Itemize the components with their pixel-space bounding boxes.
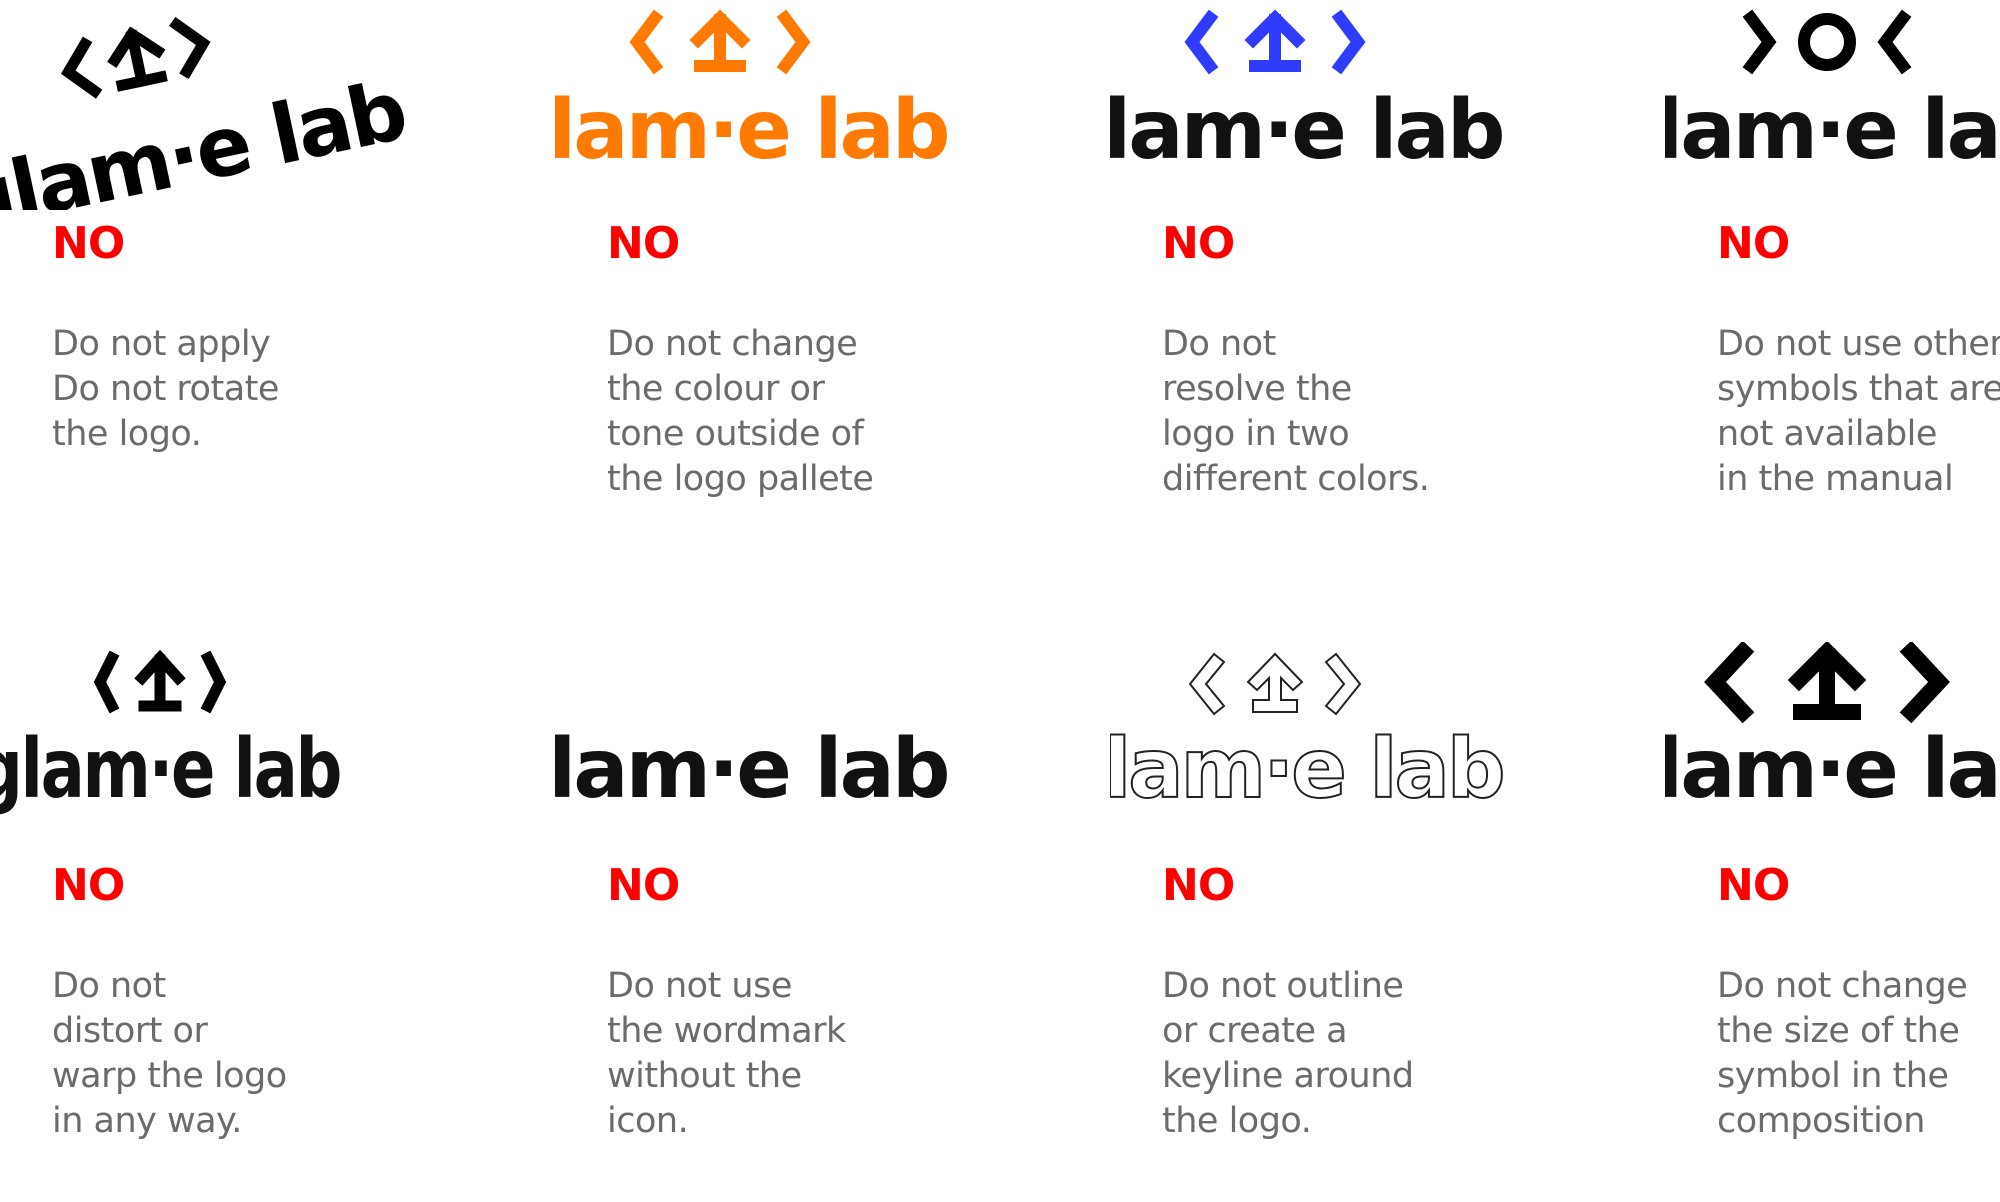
logo-wordmark: glam·e lab (1110, 722, 1503, 817)
logo-other-symbol: glam·e lab (1665, 0, 2000, 200)
rule-description: Do not outline or create a keyline aroun… (1162, 966, 1414, 1141)
logo-wordmark: glam·e lab (555, 83, 948, 178)
logo-wordmark: glam·e lab (0, 721, 340, 817)
rule-description: Do not apply Do not rotate the logo. (52, 324, 279, 454)
example-symbol-size: glam·e lab NO Do not change the size of … (1665, 642, 2000, 1202)
logo-symbol-icon (93, 649, 227, 714)
logo-rotated: glam·e lab (0, 0, 500, 210)
logo-symbol-icon (629, 9, 811, 75)
rule-description: Do not distort or warp the logo in any w… (52, 966, 287, 1141)
logo-distorted: glam·e lab (0, 642, 500, 842)
logo-symbol-icon (1188, 652, 1362, 716)
example-outline: glam·e lab NO Do not outline or create a… (1110, 642, 1610, 1202)
no-label: NO (1162, 218, 1235, 269)
logo-orange: glam·e lab (555, 0, 1055, 200)
logo-symbol-icon (60, 16, 211, 99)
logo-large-symbol: glam·e lab (1665, 642, 2000, 842)
example-colour: glam·e lab NO Do not change the colour o… (555, 0, 1055, 560)
logo-wordmark: glam·e lab (1110, 83, 1503, 178)
no-label: NO (52, 860, 125, 911)
rule-description: Do not change the size of the symbol in … (1717, 966, 1968, 1141)
logo-symbol-icon (1184, 9, 1366, 75)
logo-outlined: glam·e lab (1110, 642, 1610, 842)
no-label: NO (1717, 218, 1790, 269)
logo-wordmark: glam·e lab (1665, 83, 2000, 178)
example-distort: glam·e lab NO Do not distort or warp the… (0, 642, 500, 1202)
rule-description: Do not use the wordmark without the icon… (607, 966, 846, 1141)
no-label: NO (1162, 860, 1235, 911)
example-two-colors: glam·e lab NO Do not resolve the logo in… (1110, 0, 1610, 560)
rule-description: Do not resolve the logo in two different… (1162, 324, 1430, 499)
no-label: NO (607, 218, 680, 269)
logo-wordmark: glam·e lab (1665, 722, 2000, 817)
rule-description: Do not change the colour or tone outside… (607, 324, 874, 499)
logo-two-colors: glam·e lab (1110, 0, 1610, 200)
example-other-symbols: glam·e lab NO Do not use other symbols t… (1665, 0, 2000, 560)
logo-wordmark-only: glam·e lab (555, 642, 1055, 842)
rule-description: Do not use other symbols that are not av… (1717, 324, 2000, 499)
logo-symbol-icon (1704, 642, 1950, 724)
alternate-symbol-icon (1742, 9, 1912, 75)
example-rotate: glam·e lab NO Do not apply Do not rotate… (0, 0, 500, 560)
no-label: NO (1717, 860, 1790, 911)
logo-wordmark: glam·e lab (0, 63, 413, 210)
example-no-icon: glam·e lab NO Do not use the wordmark wi… (555, 642, 1055, 1202)
logo-wordmark: glam·e lab (555, 722, 948, 817)
no-label: NO (52, 218, 125, 269)
no-label: NO (607, 860, 680, 911)
